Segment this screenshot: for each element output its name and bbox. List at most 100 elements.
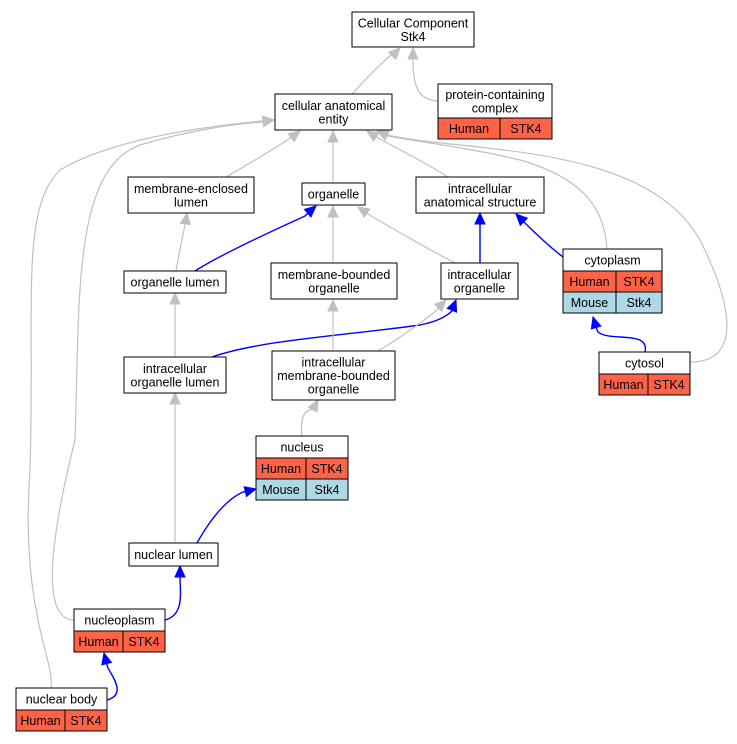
- edge-arrowhead: [169, 391, 181, 405]
- edge-arrowhead: [307, 398, 319, 413]
- edge-nl-iol: [169, 391, 181, 543]
- edge-line: [351, 54, 393, 95]
- node-label: intracellular: [302, 356, 366, 370]
- gene-cell: [122, 630, 166, 653]
- node-label: organelle lumen: [131, 375, 220, 389]
- edge-arrowhead: [327, 129, 339, 143]
- node-label: membrane-enclosed: [134, 182, 248, 196]
- gene-cell: [64, 709, 108, 732]
- node-nl[interactable]: nuclear lumen: [128, 542, 219, 567]
- node-box: [415, 176, 545, 214]
- edge-arrowhead: [101, 651, 113, 666]
- edge-line: [164, 576, 182, 621]
- node-box: [437, 83, 553, 119]
- edge-io-ias: [474, 211, 486, 263]
- edge-arrowhead: [433, 299, 447, 313]
- edge-mel-cae: [225, 130, 301, 178]
- edge-nb-cae: [27, 115, 276, 689]
- edge-arrowhead: [357, 206, 371, 219]
- node-label: organelle: [454, 281, 505, 295]
- species-label: Human: [449, 122, 489, 136]
- node-box: [270, 262, 398, 300]
- edge-orglum-org: [194, 205, 317, 272]
- node-label: cytosol: [625, 357, 664, 371]
- edge-cytosol-cae: [375, 130, 728, 363]
- edge-arrowhead: [174, 564, 186, 578]
- edge-line: [211, 309, 455, 358]
- edge-arrowhead: [169, 291, 181, 305]
- edge-arrowhead: [179, 211, 192, 226]
- node-box: [301, 182, 366, 206]
- node-label: intracellular: [448, 268, 512, 282]
- edge-ias-cae: [365, 130, 449, 178]
- node-org[interactable]: organelle: [301, 182, 366, 206]
- species-label: Human: [20, 714, 60, 728]
- edge-pcc-root: [407, 46, 439, 102]
- edge-np-nl: [164, 564, 186, 621]
- node-label: intracellular: [143, 362, 207, 376]
- edge-arrowhead: [261, 115, 276, 127]
- edges-layer: [27, 46, 728, 701]
- edge-arrowhead: [515, 213, 529, 227]
- edge-line: [375, 135, 449, 178]
- node-label: lumen: [174, 195, 208, 209]
- node-box: [128, 542, 219, 567]
- gene-label: STK4: [128, 635, 159, 649]
- edge-line: [194, 212, 309, 272]
- edge-line: [377, 306, 440, 352]
- node-label: nuclear body: [26, 693, 98, 707]
- edge-line: [386, 134, 728, 363]
- edge-line: [365, 212, 456, 264]
- gene-label: STK4: [653, 378, 684, 392]
- gene-cell: [615, 291, 663, 314]
- node-box: [271, 350, 396, 401]
- edge-orglum-mel: [175, 211, 192, 272]
- edge-nl-nucleus: [196, 486, 258, 544]
- gene-cell: [305, 478, 349, 501]
- edge-line: [27, 120, 264, 689]
- edge-line: [51, 120, 265, 621]
- node-label: protein-containing: [445, 88, 544, 102]
- species-label: Human: [261, 462, 301, 476]
- edge-line: [385, 134, 608, 250]
- edge-arrowhead: [446, 298, 458, 313]
- node-label: entity: [319, 112, 350, 126]
- species-label: Mouse: [571, 296, 609, 310]
- edge-arrowhead: [474, 211, 486, 225]
- edge-line: [595, 326, 646, 353]
- node-label: complex: [472, 101, 519, 115]
- node-box: [123, 270, 227, 294]
- edge-cytosol-cyto: [590, 315, 646, 353]
- edge-org-cae: [327, 129, 339, 183]
- edge-imbo-io: [377, 299, 447, 352]
- edge-iol-io: [211, 298, 458, 358]
- gene-label: STK4: [70, 714, 101, 728]
- edge-line: [412, 58, 439, 102]
- edge-line: [175, 222, 187, 272]
- node-label: membrane-bounded: [277, 369, 390, 383]
- edge-arrowhead: [327, 204, 339, 218]
- node-label: cellular anatomical: [282, 99, 386, 113]
- species-label: Human: [603, 378, 643, 392]
- node-box: [127, 176, 255, 214]
- node-orglum[interactable]: organelle lumen: [123, 270, 227, 294]
- gene-label: STK4: [510, 122, 541, 136]
- edge-arrowhead: [590, 315, 602, 330]
- node-label: Cellular Component: [358, 16, 469, 30]
- edge-line: [196, 490, 247, 544]
